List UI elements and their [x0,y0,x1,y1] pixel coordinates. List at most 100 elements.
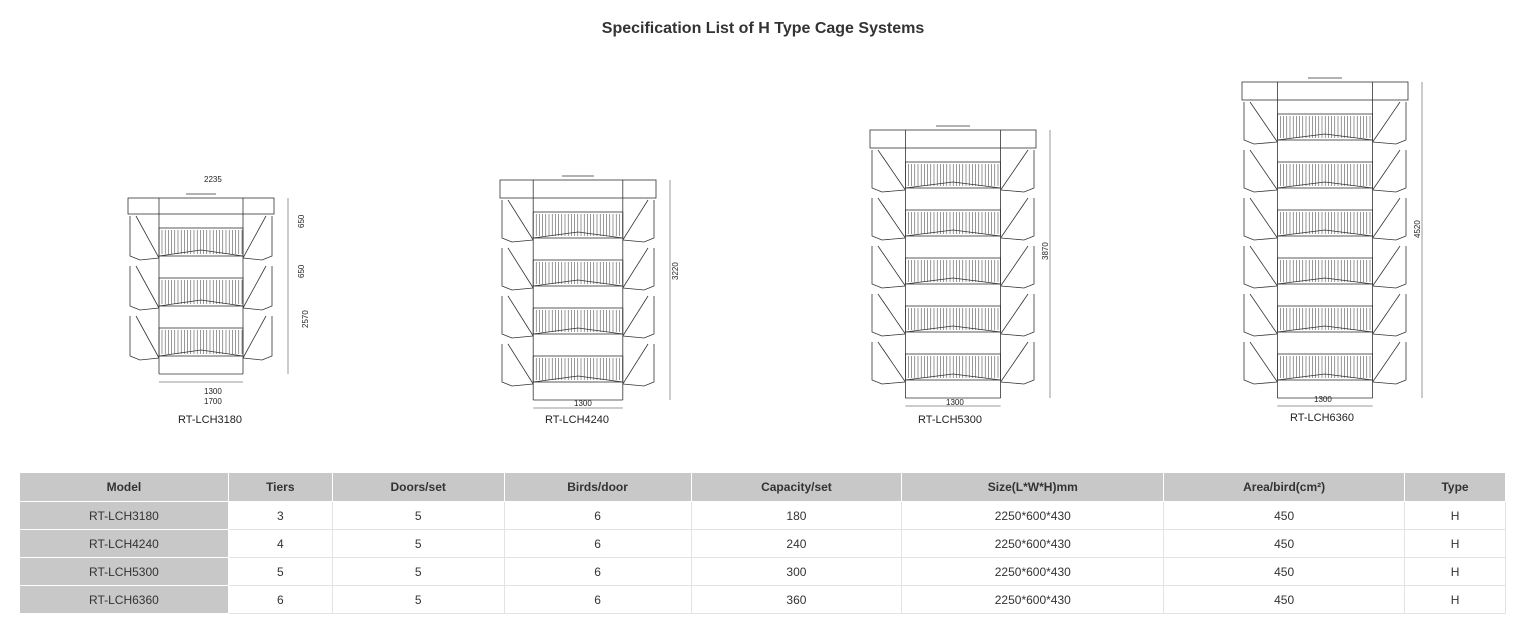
cage-tier [1277,305,1373,333]
left-brace [877,341,906,383]
left-trough [871,246,906,289]
cage-floor [158,349,244,357]
left-trough [129,316,160,361]
right-brace [1372,341,1401,383]
column-header: Doors/set [331,472,505,502]
cage-floor [1277,325,1373,333]
column-header: Type [1404,472,1506,502]
table-row: RT-LCH5300 5 5 6 300 2250*600*430 450 H [19,557,1506,586]
right-trough [622,296,655,339]
dimension-lines [1277,82,1423,407]
column-header: Model [19,472,229,502]
cage-tier [1277,209,1373,237]
table-cell: 450 [1163,557,1406,586]
left-trough [501,200,534,243]
right-brace [1000,341,1029,383]
cage-tier [905,353,1001,381]
cage-wires [535,358,623,380]
cage-floor [533,231,623,239]
table-row: RT-LCH3180 3 5 6 180 2250*600*430 450 H [19,501,1506,530]
left-trough [501,296,534,339]
top-frame [127,197,275,215]
left-brace [507,199,534,241]
cage-floor [158,299,244,307]
table-cell: 2250*600*430 [901,501,1165,530]
right-brace [1372,293,1401,335]
table-cell: 4 [227,529,333,558]
cage-tier [1277,257,1373,285]
right-trough [1000,294,1035,337]
cage-tier [905,161,1001,189]
cage-wires [908,212,999,234]
model-label-rt-lch3180: RT-LCH3180 [178,414,242,426]
left-brace [135,315,160,359]
cage-tier [905,209,1001,237]
cage-diagram-rt-lch3180: 2235 650 650 2570 1300 1700 [118,170,318,410]
table-cell: 240 [690,529,903,558]
column-header: Tiers [227,472,333,502]
right-trough [1372,246,1407,289]
top-frame [869,129,1037,149]
table-cell: H [1404,501,1506,530]
left-trough [129,266,160,311]
cage-floor [905,181,1001,189]
cage-tier [1277,161,1373,189]
right-brace [1000,197,1029,239]
table-cell: 5 [331,501,505,530]
cage-tier [905,305,1001,333]
table-cell: 450 [1163,529,1406,558]
cage-diagram-rt-lch6360: 4520 1300 [1234,52,1434,408]
model-cell: RT-LCH4240 [19,529,229,558]
cage-wires [908,260,999,282]
left-trough [129,216,160,261]
right-trough [622,248,655,291]
cage-wires [1280,116,1371,138]
left-trough [501,248,534,291]
table-cell: 2250*600*430 [901,557,1165,586]
cage-floor [905,229,1001,237]
right-brace [1372,101,1401,143]
model-cell: RT-LCH3180 [19,501,229,530]
table-cell: 6 [503,585,692,614]
column-header: Area/bird(cm²) [1163,472,1406,502]
cage-floor [1277,229,1373,237]
cage-wires [1280,212,1371,234]
table-cell: 6 [503,557,692,586]
specification-table: Model Tiers Doors/set Birds/door Capacit… [19,472,1506,614]
cage-wires [161,230,243,254]
model-cell: RT-LCH5300 [19,557,229,586]
right-trough [242,216,273,261]
table-cell: 5 [331,529,505,558]
right-brace [1372,245,1401,287]
left-brace [1249,101,1278,143]
cage-frame [127,193,289,383]
table-cell: 300 [690,557,903,586]
cage-wires [908,164,999,186]
table-cell: H [1404,529,1506,558]
cage-wires [1280,164,1371,186]
right-trough [1372,342,1407,385]
model-label-rt-lch4240: RT-LCH4240 [545,414,609,426]
top-frame [499,179,657,199]
column-header: Birds/door [503,472,692,502]
right-trough [622,200,655,243]
right-brace [1000,245,1029,287]
cage-wires [161,330,243,354]
right-trough [1372,150,1407,193]
cage-drawing [127,193,289,383]
cage-floor [158,249,244,257]
cage-wires [1280,308,1371,330]
left-trough [501,344,534,387]
cage-wires [535,214,623,236]
table-cell: 5 [331,585,505,614]
model-label-rt-lch5300: RT-LCH5300 [918,414,982,426]
cage-drawing [1241,77,1423,407]
right-trough [1000,342,1035,385]
left-brace [1249,341,1278,383]
left-trough [1243,102,1278,145]
table-cell: 360 [690,585,903,614]
column-header: Size(L*W*H)mm [901,472,1165,502]
left-brace [877,293,906,335]
cage-floor [1277,277,1373,285]
table-cell: 5 [227,557,333,586]
